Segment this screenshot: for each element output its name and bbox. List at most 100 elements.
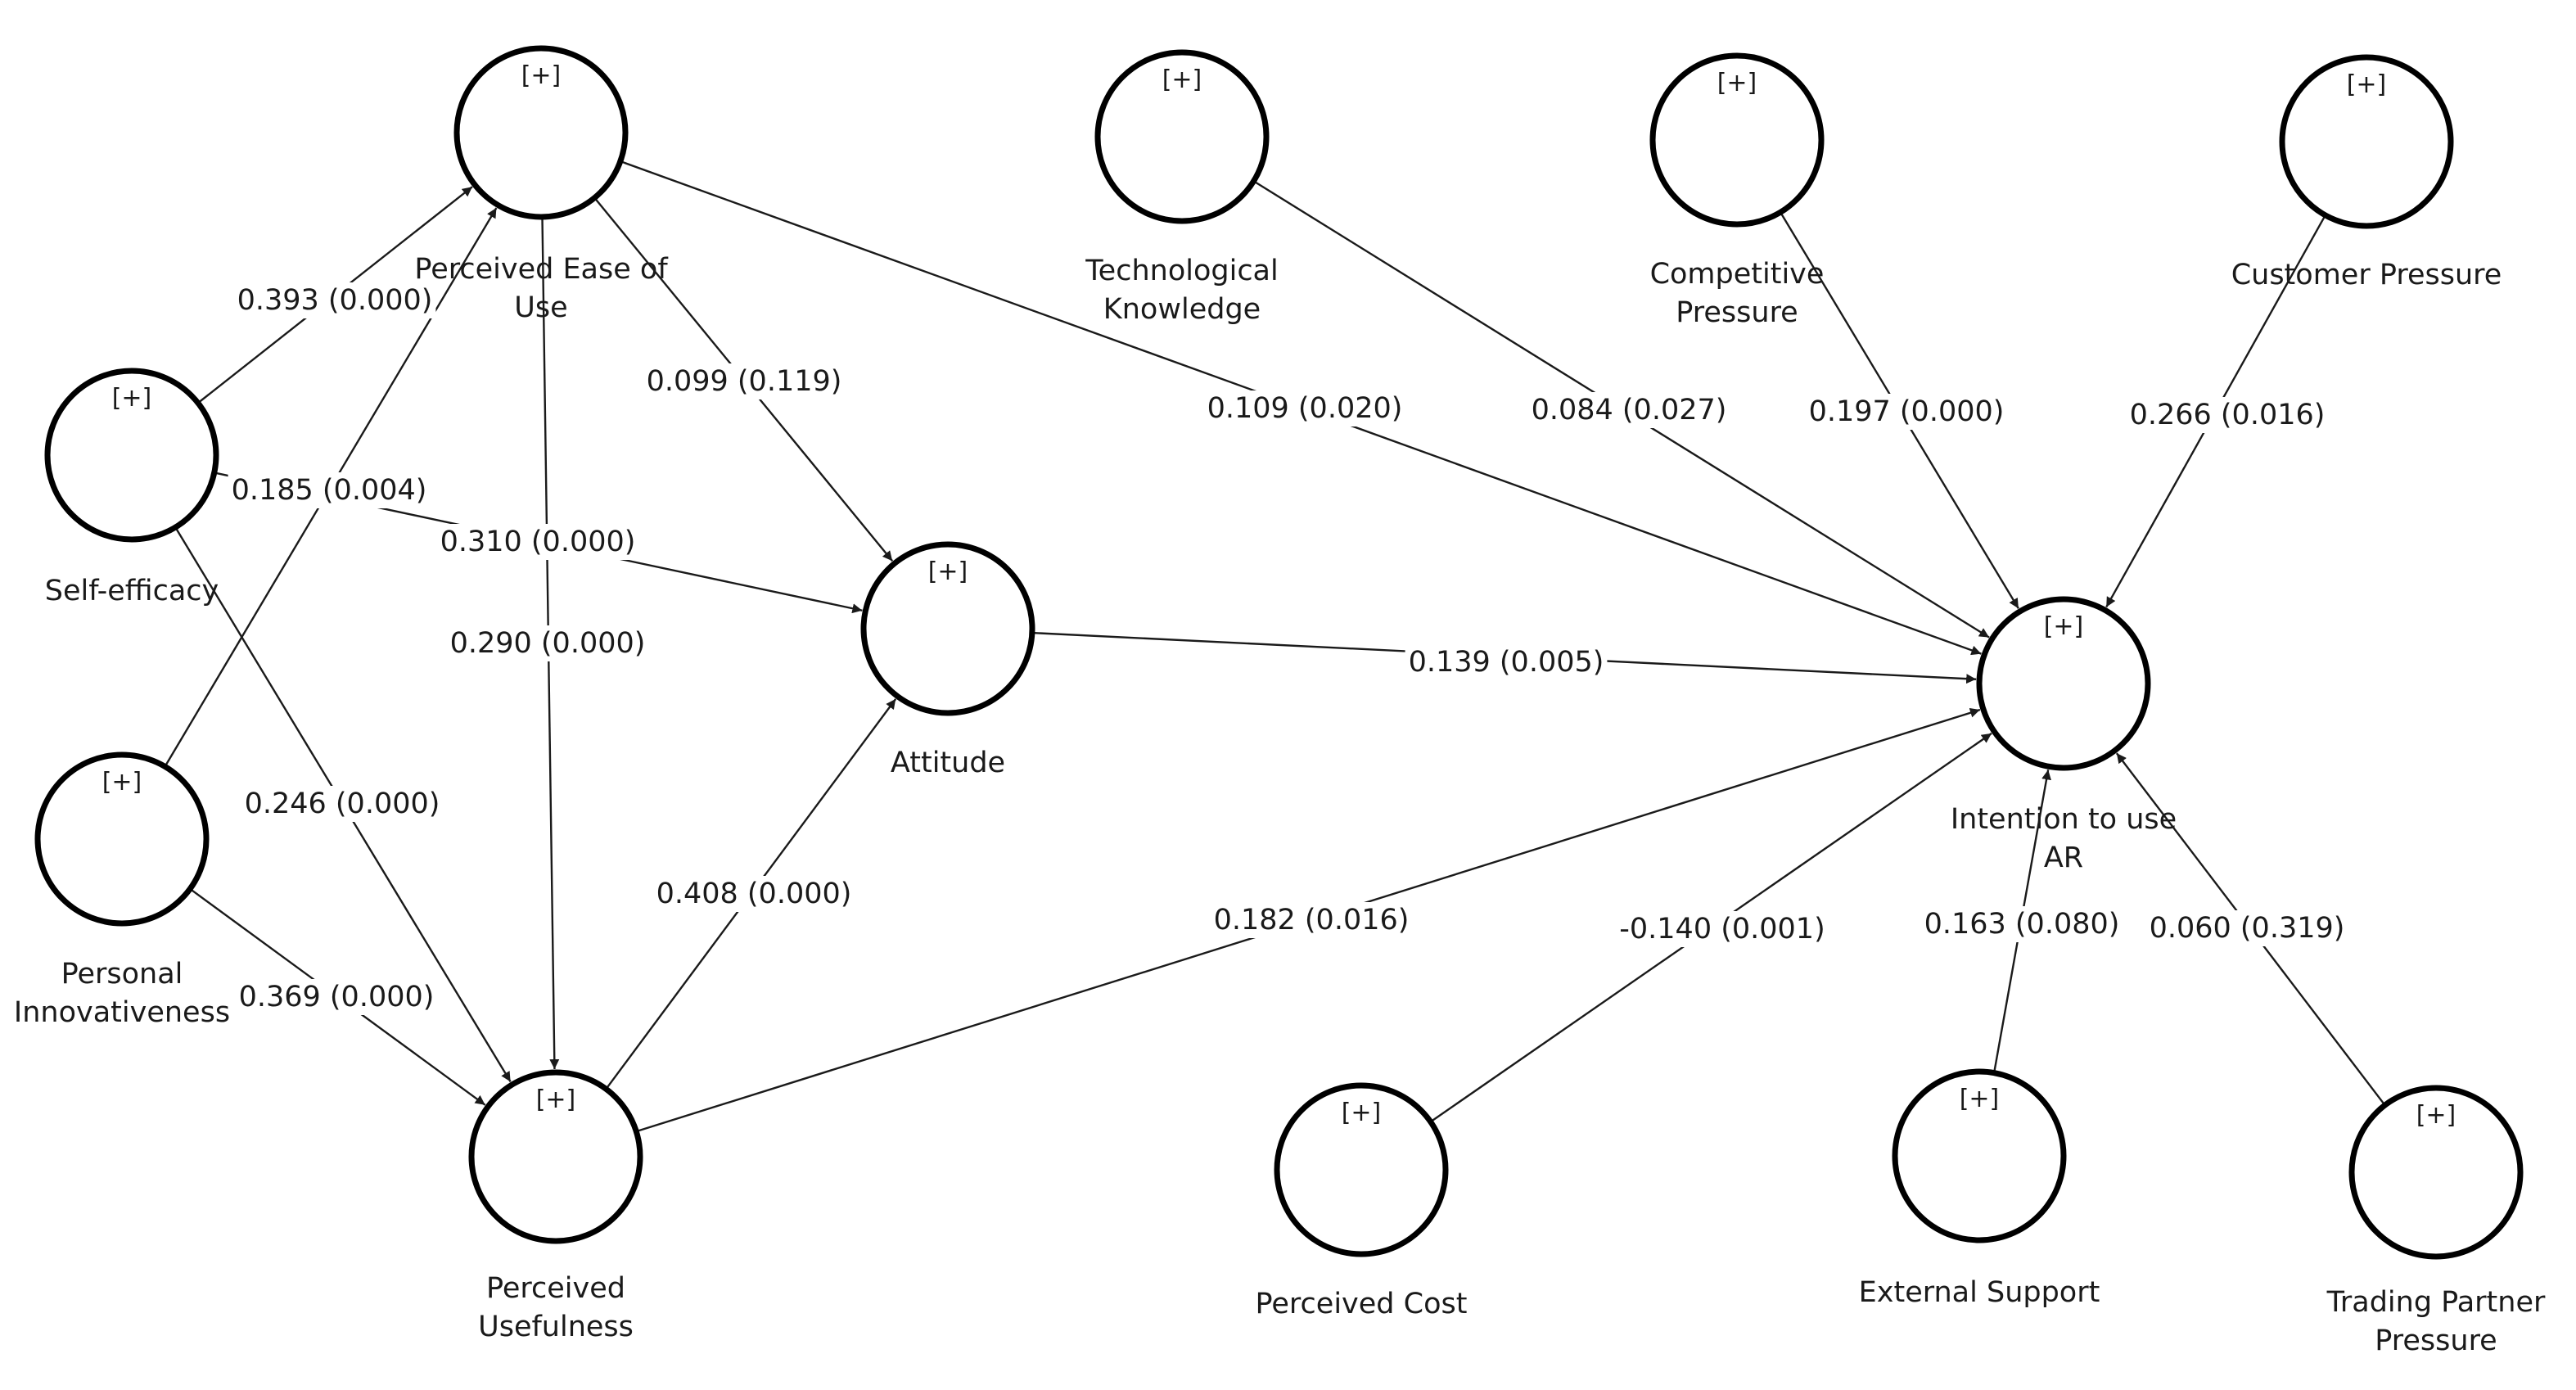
edge-coefficient-text: -0.140 (0.001) bbox=[1619, 913, 1825, 945]
node-peou: [+] Perceived Ease of Use bbox=[414, 45, 668, 324]
edge-label-se-att: 0.310 (0.000) bbox=[436, 524, 639, 560]
node-label-line: Customer Pressure bbox=[2231, 259, 2502, 291]
edge-label-tpp-int: 0.060 (0.319) bbox=[2145, 910, 2348, 946]
edge-label-peou-att: 0.099 (0.119) bbox=[643, 363, 846, 399]
expand-toggle[interactable]: [+] bbox=[1162, 65, 1202, 94]
edge-label-background bbox=[1210, 902, 1413, 938]
latent-construct-circle bbox=[1094, 49, 1270, 224]
edge-label-background bbox=[436, 524, 639, 560]
edge-label-background bbox=[652, 876, 855, 912]
edge-coefficient-text: 0.099 (0.119) bbox=[647, 365, 842, 398]
edge-coefficient-text: 0.197 (0.000) bbox=[1809, 395, 2005, 428]
edge-label-background bbox=[233, 282, 436, 318]
latent-construct-circle bbox=[1976, 596, 2151, 771]
node-cusp: [+] Customer Pressure bbox=[2231, 54, 2502, 291]
node-label-line: Technological bbox=[1085, 255, 1278, 287]
node-label-line: Competitive bbox=[1650, 258, 1825, 291]
edge-label-pu-att: 0.408 (0.000) bbox=[652, 876, 855, 912]
edge-label-background bbox=[228, 472, 431, 508]
node-label-line: Innovativeness bbox=[14, 996, 230, 1029]
edge-coefficient-text: 0.109 (0.020) bbox=[1207, 392, 1403, 425]
expand-toggle[interactable]: [+] bbox=[102, 768, 142, 797]
latent-construct-circle bbox=[860, 541, 1035, 716]
expand-toggle[interactable]: [+] bbox=[2416, 1101, 2456, 1130]
node-label-line: Pressure bbox=[2375, 1325, 2497, 1357]
expand-toggle[interactable]: [+] bbox=[2347, 70, 2387, 99]
latent-construct-circle bbox=[34, 751, 210, 927]
edge-label-background bbox=[446, 625, 649, 661]
node-label-line: Trading Partner bbox=[2326, 1286, 2546, 1319]
edge-label-peou-int: 0.109 (0.020) bbox=[1203, 390, 1406, 426]
latent-construct-circle bbox=[1274, 1082, 1449, 1257]
edge-coefficient-text: 0.139 (0.005) bbox=[1409, 646, 1604, 679]
edge-label-se-peou: 0.393 (0.000) bbox=[233, 282, 436, 318]
node-pc: [+] Perceived Cost bbox=[1256, 1082, 1468, 1320]
node-se: [+] Self-efficacy bbox=[44, 368, 219, 607]
node-label-line: Intention to use bbox=[1951, 803, 2177, 836]
latent-construct-circle bbox=[2279, 54, 2454, 229]
expand-toggle[interactable]: [+] bbox=[536, 1085, 576, 1114]
latent-construct-circle bbox=[1892, 1068, 2067, 1243]
edge-coefficient-text: 0.369 (0.000) bbox=[239, 981, 435, 1013]
edge-label-es-int: 0.163 (0.080) bbox=[1920, 906, 2123, 942]
latent-construct-circle bbox=[44, 368, 219, 543]
expand-toggle[interactable]: [+] bbox=[2044, 612, 2084, 641]
edge-coefficient-text: 0.290 (0.000) bbox=[450, 627, 646, 660]
edge-label-background bbox=[241, 786, 444, 822]
edge-label-cusp-int: 0.266 (0.016) bbox=[2126, 397, 2329, 433]
edge-coefficient-text: 0.266 (0.016) bbox=[2130, 399, 2326, 431]
latent-construct-circle bbox=[2348, 1085, 2524, 1260]
edge-coefficient-text: 0.060 (0.319) bbox=[2150, 912, 2345, 945]
edge-label-att-int: 0.139 (0.005) bbox=[1405, 644, 1608, 680]
edge-coefficient-text: 0.163 (0.080) bbox=[1924, 908, 2120, 941]
node-label-line: Personal bbox=[61, 958, 183, 991]
edge-label-background bbox=[1805, 394, 2008, 430]
node-label-line: Use bbox=[514, 291, 567, 324]
latent-construct-circle bbox=[468, 1069, 643, 1244]
node-label-line: Perceived Cost bbox=[1256, 1288, 1468, 1320]
expand-toggle[interactable]: [+] bbox=[1717, 69, 1757, 97]
expand-toggle[interactable]: [+] bbox=[112, 384, 152, 413]
edge-label-background bbox=[1203, 390, 1406, 426]
expand-toggle[interactable]: [+] bbox=[928, 557, 968, 586]
edge-label-peou-pu: 0.290 (0.000) bbox=[446, 625, 649, 661]
edge-labels-layer: 0.393 (0.000) 0.310 (0.000) 0.246 (0.000) 0… bbox=[228, 282, 2348, 1015]
node-label-line: Usefulness bbox=[478, 1311, 634, 1343]
latent-construct-circle bbox=[453, 45, 629, 220]
edge-label-se-pu: 0.246 (0.000) bbox=[241, 786, 444, 822]
node-label-line: Self-efficacy bbox=[45, 575, 219, 607]
edge-coefficient-text: 0.393 (0.000) bbox=[237, 284, 433, 317]
node-att: [+] Attitude bbox=[860, 541, 1035, 779]
node-label-line: Attitude bbox=[891, 747, 1005, 779]
expand-toggle[interactable]: [+] bbox=[1342, 1099, 1382, 1127]
node-es: [+]External Support bbox=[1859, 1068, 2100, 1309]
edge-label-background bbox=[1616, 911, 1829, 947]
node-label-line: Knowledge bbox=[1103, 293, 1261, 326]
expand-toggle[interactable]: [+] bbox=[1960, 1085, 2000, 1113]
edge-label-background bbox=[2126, 397, 2329, 433]
edge-coefficient-text: 0.246 (0.000) bbox=[245, 788, 440, 820]
edge-label-background bbox=[643, 363, 846, 399]
edge-coefficient-text: 0.084 (0.027) bbox=[1532, 394, 1727, 426]
nodes-layer: [+] Perceived Ease of Use [+] TechnologicalK… bbox=[14, 45, 2546, 1357]
edge-coefficient-text: 0.185 (0.004) bbox=[232, 474, 427, 507]
edge-label-background bbox=[235, 979, 438, 1015]
edge-label-background bbox=[1405, 644, 1608, 680]
expand-toggle[interactable]: [+] bbox=[521, 61, 562, 90]
node-label-line: Perceived Ease of bbox=[414, 253, 668, 286]
edge-label-background bbox=[1920, 906, 2123, 942]
edge-coefficient-text: 0.408 (0.000) bbox=[656, 878, 852, 910]
edge-label-cp-int: 0.197 (0.000) bbox=[1805, 394, 2008, 430]
node-label-line: Perceived bbox=[486, 1272, 625, 1305]
edge-label-pu-int: 0.182 (0.016) bbox=[1210, 902, 1413, 938]
edge-label-background bbox=[1527, 392, 1730, 428]
edge-label-pi-pu: 0.369 (0.000) bbox=[235, 979, 438, 1015]
edge-coefficient-text: 0.182 (0.016) bbox=[1214, 904, 1410, 936]
edge-label-background bbox=[2145, 910, 2348, 946]
